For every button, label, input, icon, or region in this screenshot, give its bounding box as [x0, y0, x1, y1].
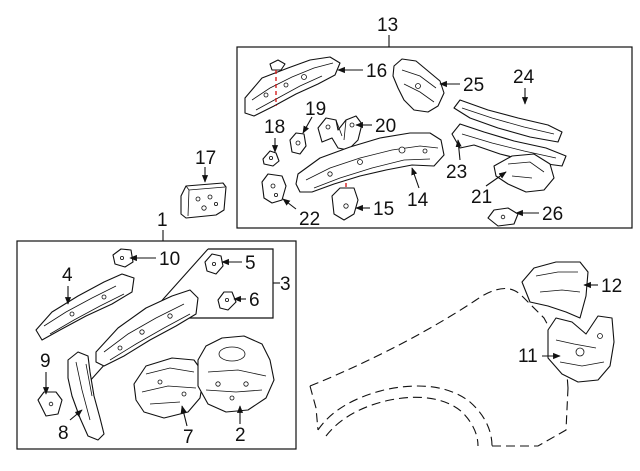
callout-12: 12: [601, 276, 622, 297]
part-19-small-bracket: [289, 132, 307, 155]
callout-23: 23: [446, 162, 467, 183]
callout-20: 20: [375, 116, 396, 137]
callout-10: 10: [159, 249, 180, 270]
part-6-bracket: [217, 291, 237, 311]
group-box-1: [16, 240, 297, 450]
part-14-front-side-member: [295, 132, 445, 193]
callout-19: 19: [305, 99, 326, 120]
part-23-lower-rail: [451, 123, 567, 167]
part-7-apron-lower: [133, 357, 205, 419]
callout-18: 18: [264, 117, 285, 138]
callout-26: 26: [542, 204, 563, 225]
part-22-bracket: [261, 173, 287, 204]
part-3-lower-member: [95, 289, 199, 367]
part-9-bracket: [37, 391, 63, 417]
part-18-small-bracket: [262, 150, 280, 167]
callout-25: 25: [463, 75, 484, 96]
callout-16: 16: [366, 61, 387, 82]
callout-7: 7: [183, 427, 194, 448]
part-8-apron-side: [67, 351, 105, 441]
callout-14: 14: [407, 190, 429, 211]
callout-4: 4: [62, 265, 73, 286]
part-15-gusset: [331, 187, 359, 221]
callout-8: 8: [58, 423, 69, 444]
callout-21: 21: [471, 187, 492, 208]
callout-22: 22: [299, 209, 320, 230]
callout-11: 11: [518, 346, 538, 367]
part-2-suspension-tower: [197, 335, 275, 413]
callout-24: 24: [513, 67, 535, 88]
callout-6: 6: [249, 290, 260, 311]
part-16-clip: [269, 59, 286, 71]
callout-labels: 13 17 16 25 24 19 18 20 14 15 22 23 21 2…: [40, 15, 622, 448]
callout-1: 1: [157, 210, 168, 231]
part-11-splash-shield: [547, 315, 615, 383]
callout-9: 9: [40, 351, 51, 372]
part-21-apron-reinforcement: [493, 153, 555, 193]
part-5-bracket: [204, 253, 224, 275]
callout-13: 13: [377, 15, 398, 36]
part-4-upper-member: [35, 273, 135, 341]
part-12-fender-liner: [521, 261, 589, 319]
callout-17: 17: [195, 148, 216, 169]
part-17-bracket: [180, 182, 227, 219]
part-24-upper-rail: [453, 99, 563, 143]
leader-lines: [42, 66, 598, 427]
group-box-13: [236, 46, 633, 229]
callout-5: 5: [245, 253, 256, 274]
part-25-housing: [392, 58, 445, 113]
part-26-clip: [487, 207, 519, 227]
callout-3: 3: [280, 274, 291, 295]
part-10-small-bracket: [112, 248, 134, 268]
part-16-front-rail-extension: [244, 56, 341, 117]
fender-outline: [309, 287, 569, 447]
callout-15: 15: [373, 199, 394, 220]
callout-2: 2: [235, 425, 246, 446]
